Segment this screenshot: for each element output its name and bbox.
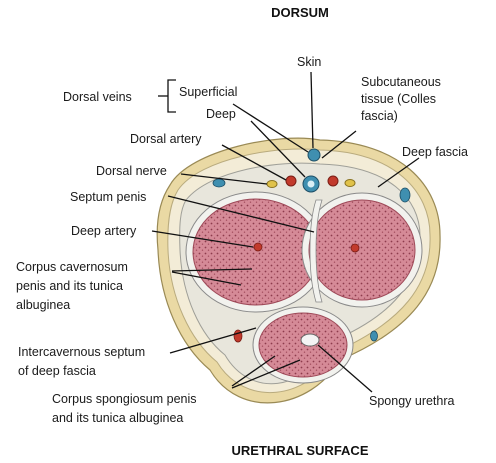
corpus-cavernosum-right <box>309 200 415 300</box>
deep-dorsal-vein-lumen <box>308 181 315 188</box>
header-urethral-surface: URETHRAL SURFACE <box>232 443 369 458</box>
dorsal-artery-right <box>328 176 338 186</box>
label-subcutaneous-line1: Subcutaneous <box>361 75 441 89</box>
label-corpus-cavernosum-line3: albuginea <box>16 298 70 312</box>
label-intercavernous-line2: of deep fascia <box>18 364 96 378</box>
label-deep-artery: Deep artery <box>71 224 137 238</box>
label-deep-fascia: Deep fascia <box>402 145 468 159</box>
header-dorsum: DORSUM <box>271 5 329 20</box>
spongy-urethra-shape <box>301 334 319 346</box>
deep-artery-left <box>254 243 262 251</box>
label-intercavernous-line1: Intercavernous septum <box>18 345 145 359</box>
label-skin: Skin <box>297 55 321 69</box>
dorsal-nerve-right <box>345 180 355 187</box>
label-corpus-cavernosum-line2: penis and its tunica <box>16 279 123 293</box>
label-dorsal-veins: Dorsal veins <box>63 90 132 104</box>
deep-artery-right <box>351 244 359 252</box>
superficial-dorsal-vein <box>308 149 320 161</box>
dorsal-artery-left <box>286 176 296 186</box>
label-corpus-cavernosum-line1: Corpus cavernosum <box>16 260 128 274</box>
corpus-spongiosum <box>259 313 347 377</box>
subcutaneous-vein-left <box>213 179 225 187</box>
subcutaneous-vein-right <box>400 188 410 202</box>
corpus-cavernosum-left <box>193 199 319 305</box>
label-subcutaneous-line2: tissue (Colles <box>361 92 436 106</box>
label-dorsal-nerve: Dorsal nerve <box>96 164 167 178</box>
label-septum-penis: Septum penis <box>70 190 146 204</box>
dorsal-nerve-left <box>267 181 277 188</box>
label-corpus-spongiosum-line1: Corpus spongiosum penis <box>52 392 197 406</box>
label-superficial: Superficial <box>179 85 237 99</box>
label-spongy-urethra: Spongy urethra <box>369 394 455 408</box>
ventral-vessel-right <box>371 331 378 341</box>
label-dorsal-artery: Dorsal artery <box>130 132 202 146</box>
label-deep: Deep <box>206 107 236 121</box>
label-subcutaneous-line3: fascia) <box>361 109 398 123</box>
label-corpus-spongiosum-line2: and its tunica albuginea <box>52 411 183 425</box>
